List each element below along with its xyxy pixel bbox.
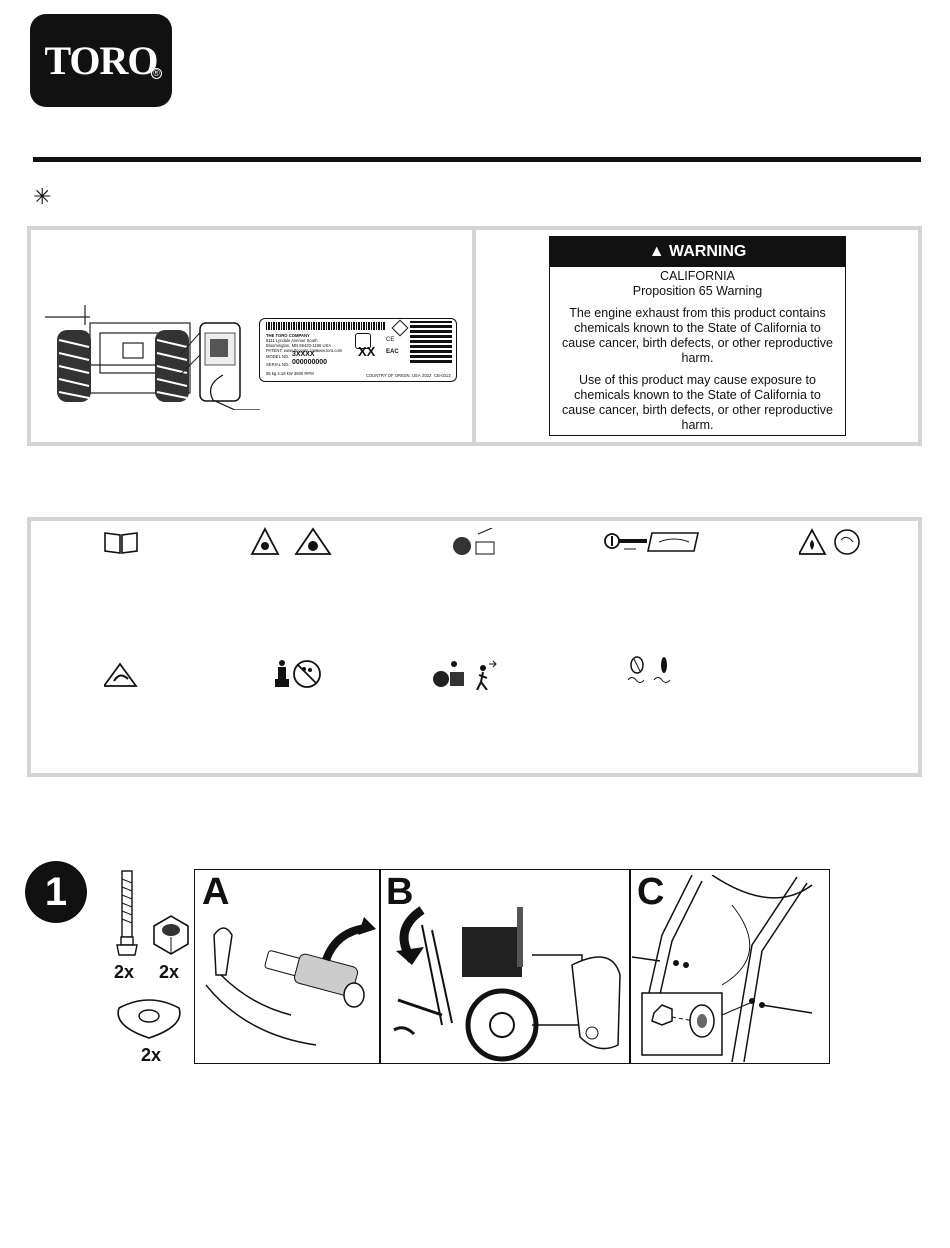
fire-hazard-icon <box>799 528 860 555</box>
remove-key-read-manual-icon <box>604 532 699 552</box>
panel-label-a: A <box>202 871 230 913</box>
decal-web: www.toro.com <box>316 348 343 353</box>
panel-c-illustration <box>632 875 813 1062</box>
decal-address1: 8111 Lyndale Avenue South <box>266 338 318 343</box>
decal-origin: COUNTRY OF ORIGIN: USA <box>366 373 421 378</box>
decal-serial-value: 000000000 <box>292 359 328 366</box>
auger-housing-icon <box>571 956 621 1050</box>
entanglement-hazard-icon <box>104 662 138 687</box>
warning-para2: Use of this product may cause exposure t… <box>562 373 833 432</box>
step-number: 1 <box>25 861 87 923</box>
warning-para1: The engine exhaust from this product con… <box>562 306 833 365</box>
safety-symbols-frame <box>27 517 922 777</box>
decal-model-label: MODEL NO.: <box>266 354 291 359</box>
keep-bystanders-away-icon <box>275 660 321 688</box>
panel-divider-1 <box>379 869 381 1064</box>
locknut-qty: 2x <box>159 962 180 982</box>
washer-qty: 2x <box>141 1045 162 1065</box>
locknut-icon <box>153 915 189 955</box>
decal-serial-label: SERIAL NO.: <box>266 362 291 367</box>
asterisk-icon: ✳ <box>33 184 52 209</box>
engine-icon <box>462 927 522 977</box>
warning-triangle-icon: ▲ <box>648 243 665 260</box>
cert-mark-icon <box>355 333 371 349</box>
curved-washer-icon <box>117 999 181 1039</box>
warning-header: ▲ WARNING <box>550 237 845 267</box>
decal-year: 2022 <box>422 373 432 378</box>
recycle-icon <box>391 319 409 337</box>
decal-ce-mark: CE <box>386 337 395 343</box>
stop-engine-leave-icon <box>433 660 497 690</box>
laceration-hazard-icon <box>250 527 332 555</box>
panel-a-illustration <box>205 917 376 1046</box>
bolt-right-icon <box>761 1004 813 1014</box>
hand-icon <box>210 374 260 410</box>
brand-name: TORO <box>44 38 158 83</box>
panel-label-b: B <box>386 871 414 913</box>
decal-model-value: 3XXXX <box>292 351 315 358</box>
phone-icon <box>199 322 241 402</box>
decal-code: CB-0313 <box>434 373 451 378</box>
thrown-object-icon <box>453 528 495 555</box>
left-wheel-icon <box>57 330 91 402</box>
auger-rotation-icon <box>627 656 671 683</box>
serial-decal: THE TORO COMPANY 8111 Lyndale Avenue Sou… <box>259 318 457 382</box>
qr-code <box>410 321 452 363</box>
barcode <box>266 322 386 330</box>
decal-year-mark: XX <box>358 344 376 359</box>
decal-patent: PATENT: www.ttcopats.com <box>266 348 318 353</box>
toro-logo: TORO ® <box>30 14 172 107</box>
warning-title: WARNING <box>668 243 747 260</box>
step-panels <box>194 869 830 1064</box>
prop65-warning: ▲ WARNING CALIFORNIA Proposition 65 Warn… <box>549 236 846 436</box>
decal-eac-mark: EAC <box>386 349 399 355</box>
bolt-left-icon <box>632 956 661 962</box>
panel-label-c: C <box>637 871 665 913</box>
right-wheel-icon <box>155 330 189 402</box>
decal-company: THE TORO COMPANY <box>266 333 310 338</box>
panel-b-illustration <box>393 906 621 1062</box>
machine-rear-illustration <box>45 305 260 410</box>
decal-address2: Bloomington, MN 55420-1196 USA <box>266 343 332 348</box>
warning-subtitle1: CALIFORNIA <box>659 269 735 283</box>
decal-specs: 65 kg 4.18 kW 3600 RPM <box>266 371 314 376</box>
frame-divider <box>472 226 476 446</box>
warning-subtitle2: Proposition 65 Warning <box>632 284 763 298</box>
header-rule <box>33 157 921 162</box>
bolt-qty: 2x <box>114 962 135 982</box>
registered-mark: ® <box>151 68 162 79</box>
read-manual-icon <box>104 532 138 554</box>
carriage-bolt-icon <box>116 870 138 956</box>
control-lever-icon <box>213 927 233 976</box>
panel-divider-2 <box>629 869 631 1064</box>
